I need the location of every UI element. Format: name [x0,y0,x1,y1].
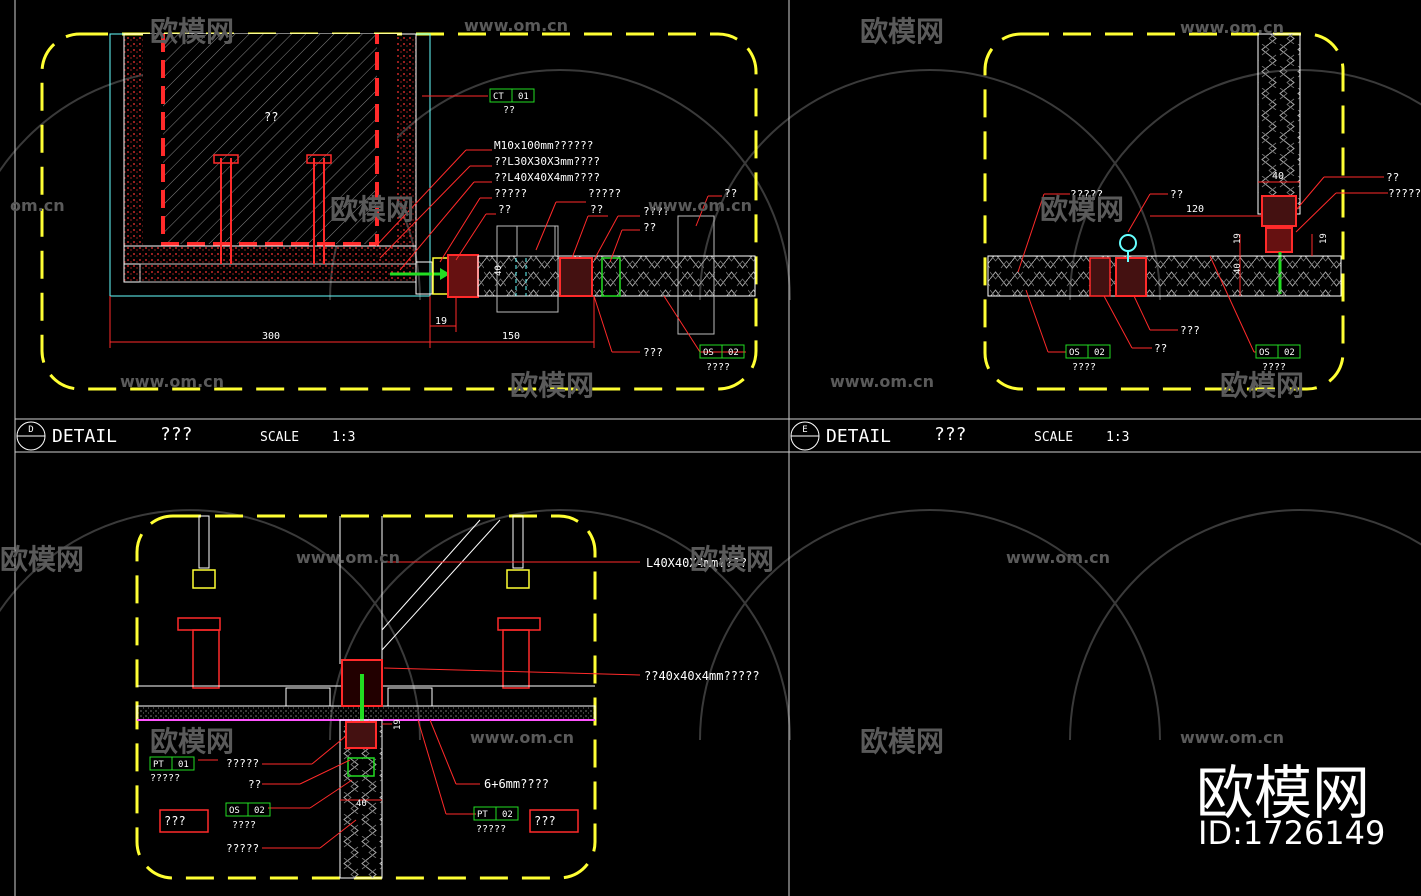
watermark-brand: 欧模网 [860,725,945,758]
watermark-brand: 欧模网 [150,15,235,48]
detail-d-scale-value: 1:3 [332,430,355,445]
watermark-brand-large: 欧模网 [1196,759,1371,827]
detail-e-scale-label: SCALE [1034,430,1073,445]
watermark-brand: 欧模网 [510,369,595,402]
watermark-site: www.om.cn [830,372,935,391]
sheet-borders [14,0,1421,896]
detail-d-title: DETAIL [52,426,117,447]
detail-e-os-code-2: OS [1259,348,1270,358]
detail-e-label-a: ??? [1180,324,1200,337]
detail-d-center-text: ?? [264,110,278,124]
watermark-brand: 欧模网 [1040,193,1125,226]
detail-e-name: ??? [934,424,967,445]
watermark-id: ID:1726149 [1198,814,1386,852]
detail-e-scale-value: 1:3 [1106,430,1129,445]
detail-f-label-1: ????? [226,757,259,770]
detail-d-label-4: ?? [498,203,511,216]
detail-d-os-sub: ???? [706,362,730,373]
detail-f-pt2-code: PT [477,810,488,820]
watermark-site: www.om.cn [470,728,575,747]
detail-e-label-b: ?? [1154,342,1167,355]
detail-d-name: ??? [160,424,193,445]
detail-d-dim-40: 40 [494,265,504,276]
detail-f-os-sub: ???? [232,820,256,831]
detail-e-title: DETAIL [826,426,891,447]
detail-f-os-num: 02 [254,806,265,816]
detail-e-dim-120: 120 [1186,204,1204,215]
detail-e-frame [983,32,1345,391]
detail-f-pt2-num: 02 [502,810,513,820]
detail-f-drawing [135,514,641,880]
detail-d-dim-150: 150 [502,331,520,342]
watermark-brand: 欧模网 [1220,369,1305,402]
watermark-brand: 欧模网 [150,725,235,758]
detail-e-os-num-1: 02 [1094,348,1105,358]
detail-d-label-0: M10x100mm?????? [494,139,593,152]
detail-e-os-num-2: 02 [1284,348,1295,358]
detail-d-os-num: 02 [728,348,739,358]
detail-d-ct-code: CT [493,92,504,102]
detail-d-label-6: ?? [590,203,603,216]
detail-f-box-right: ??? [534,814,556,828]
watermark-site: www.om.cn [648,196,753,215]
detail-e-os-code-1: OS [1069,348,1080,358]
detail-f-dim-19: 19 [393,719,403,730]
detail-d-dim-300: 300 [262,331,280,342]
detail-d-ct-sub: ?? [503,105,515,116]
detail-d-bottom-label: ??? [643,346,663,359]
detail-f-pt2-sub: ????? [476,824,506,835]
detail-f-label-40x40: ??40x40x4mm????? [644,669,760,683]
detail-d-label-9: ?? [724,187,737,200]
detail-e-dim-40-top: 40 [1272,171,1284,182]
detail-e-os-sub-2: ???? [1262,362,1286,373]
detail-d-os-code: OS [703,348,714,358]
detail-f-label-l40: L40X40X4mm???? [646,556,747,570]
detail-f-label-2: ?? [248,778,261,791]
detail-f-dim-40: 40 [356,799,367,809]
watermark-site: www.om.cn [464,16,569,35]
detail-d-drawing [40,32,758,391]
watermark-site: www.om.cn [1180,18,1285,37]
watermark-site: www.om.cn [296,548,401,567]
detail-f-pt-sub: ????? [150,773,180,784]
detail-d-label-7: ???? [643,205,670,218]
watermark-brand: 欧模网 [0,543,85,576]
detail-f-pt-num: 01 [178,760,189,770]
detail-d-label-2: ??L40X40X4mm???? [494,171,600,184]
detail-f-pt-code: PT [153,760,164,770]
detail-e-dim-19-left: 19 [1233,233,1243,244]
detail-d-ct-num: 01 [518,92,529,102]
detail-d-scale-label: SCALE [260,430,299,445]
detail-d-label-1: ??L30X30X3mm???? [494,155,600,168]
watermark-brand: 欧模网 [690,543,775,576]
detail-e-label-1: ?? [1170,188,1183,201]
watermark-site: www.om.cn [1180,728,1285,747]
detail-f-label-glass: 6+6mm???? [484,777,549,791]
detail-d-label-3: ????? [494,187,527,200]
detail-e-letter: E [802,425,807,435]
detail-e-label-0: ????? [1070,188,1103,201]
watermark-site: www.om.cn [1006,548,1111,567]
detail-e-os-sub-1: ???? [1072,362,1096,373]
detail-f-box-left: ??? [164,814,186,828]
detail-d-dim-19: 19 [435,316,447,327]
detail-f-label-3: ????? [226,842,259,855]
detail-e-drawing [983,32,1388,391]
watermark-site: www.om.cn [120,372,225,391]
detail-d-letter: D [28,425,33,435]
detail-d-label-8: ?? [643,221,656,234]
watermark-brand: 欧模网 [330,193,415,226]
detail-e-dim-19-right: 19 [1319,233,1329,244]
detail-f-os-code: OS [229,806,240,816]
detail-d-label-5: ????? [588,187,621,200]
watermark-site-partial: om.cn [10,196,65,215]
title-circles [16,421,820,451]
watermark-brand: 欧模网 [860,15,945,48]
detail-e-dim-40-mid: 40 [1233,263,1243,274]
detail-e-label-3: ????? [1388,187,1421,200]
detail-e-label-2: ?? [1386,171,1399,184]
